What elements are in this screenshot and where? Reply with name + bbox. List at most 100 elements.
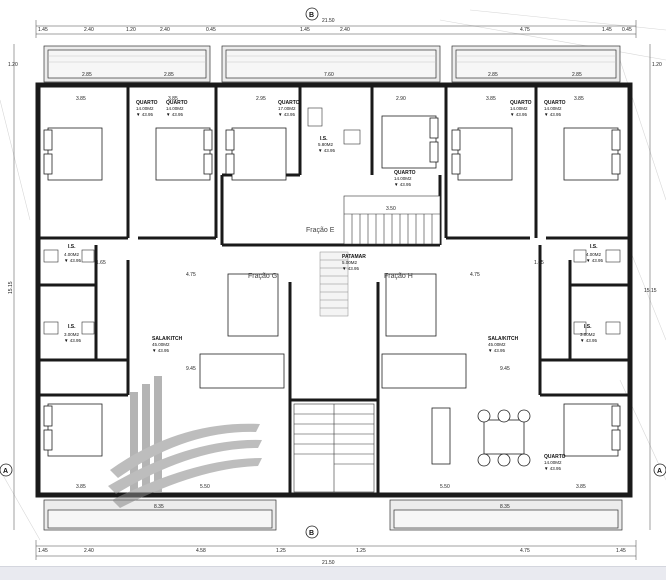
room-label-name: SALA/KITCH <box>152 336 183 342</box>
inner-dim: 1.65 <box>96 260 106 266</box>
room-label-hd: ▼ 43.95 <box>318 148 335 153</box>
room-label-hd: ▼ 43.95 <box>510 112 527 117</box>
top-dim-9: 1.45 <box>602 27 612 33</box>
room-label-name: QUARTO <box>544 100 566 106</box>
room-label-name: QUARTO <box>166 100 188 106</box>
axis-label-left: A <box>3 468 8 475</box>
viewer-footer-strip <box>0 566 666 580</box>
room-label-area: 14.00M2 <box>544 106 562 111</box>
room-label-hd: ▼ 43.95 <box>544 466 561 471</box>
room-label-hd: ▼ 43.95 <box>152 348 169 353</box>
balcony-dim-tr-b: 2.85 <box>572 72 582 78</box>
top-dim-7: 2.40 <box>340 27 350 33</box>
room-label-hd: ▼ 43.95 <box>136 112 153 117</box>
room-label-area: 14.00M2 <box>544 460 562 465</box>
room-label-name: SALA/KITCH <box>488 336 519 342</box>
exterior-walls <box>35 82 633 498</box>
inner-dim: 5.50 <box>440 484 450 490</box>
axis-marker-right <box>653 463 666 477</box>
top-dim-4: 2.40 <box>160 27 170 33</box>
watermark-logo <box>108 376 262 508</box>
bottom-dim-7: 1.45 <box>616 548 626 554</box>
inner-dim: 3.85 <box>486 96 496 102</box>
top-dim-5: 0.45 <box>206 27 216 33</box>
bottom-dim-3: 4.58 <box>196 548 206 554</box>
bottom-dim-2: 2.40 <box>84 548 94 554</box>
room-label-hd: ▼ 43.95 <box>580 338 597 343</box>
room-label-area: 14.00M2 <box>166 106 184 111</box>
bottom-total-dim: 21.50 <box>322 560 335 566</box>
room-label-hd: ▼ 43.95 <box>394 182 411 187</box>
fraction-g-label: Fração G <box>248 273 277 280</box>
room-label-area: 5.00M2 <box>342 260 358 265</box>
living-furniture <box>199 273 531 467</box>
room-label-name: PATAMAR <box>342 254 366 260</box>
bottom-dim-6: 4.75 <box>520 548 530 554</box>
right-total-dim: 15.15 <box>644 288 657 294</box>
stairs-top <box>343 195 441 245</box>
room-label-area: 14.00M2 <box>136 106 154 111</box>
top-dim-6: 1.45 <box>300 27 310 33</box>
room-label-area: 3.00M2 <box>64 332 80 337</box>
room-label-hd: ▼ 43.95 <box>278 112 295 117</box>
bathroom-fixtures <box>43 107 621 335</box>
balcony-dim-bottom-left: 8.35 <box>154 504 164 510</box>
axis-label-bottom: B <box>309 530 314 537</box>
room-label-area: 4.00M2 <box>64 252 80 257</box>
inner-dim: 3.85 <box>576 484 586 490</box>
balcony-dim-tr-a: 2.85 <box>488 72 498 78</box>
room-label-hd: ▼ 43.95 <box>64 258 81 263</box>
room-label-name: I.S. <box>584 324 592 330</box>
room-label-hd: ▼ 43.95 <box>544 112 561 117</box>
balcony-dim-top-center: 7.60 <box>324 72 334 78</box>
room-labels: QUARTO 14.00M2 ▼ 43.95 QUARTO 14.00M2 ▼ … <box>64 100 603 471</box>
bottom-dim-1: 1.45 <box>38 548 48 554</box>
room-label-area: 17.00M2 <box>278 106 296 111</box>
top-total-dim: 21.50 <box>322 18 335 24</box>
room-label-name: QUARTO <box>544 454 566 460</box>
inner-dim: 4.75 <box>186 272 196 278</box>
balcony-dim-tl-a: 2.85 <box>82 72 92 78</box>
room-label-name: I.S. <box>320 136 328 142</box>
room-label-name: I.S. <box>68 324 76 330</box>
inner-dimensions: 3.85 3.85 2.95 2.90 3.85 3.85 1.65 4.75 … <box>76 96 586 490</box>
room-label-name: QUARTO <box>394 170 416 176</box>
axis-marker-left <box>0 463 13 477</box>
inner-dim: 5.50 <box>200 484 210 490</box>
stairs-bottom <box>293 403 375 493</box>
inner-dim: 3.85 <box>76 484 86 490</box>
inner-dim: 4.75 <box>470 272 480 278</box>
top-dim-10: 0.45 <box>622 27 632 33</box>
left-total-dim: 15.15 <box>8 281 14 294</box>
top-dimension-chain <box>35 20 637 38</box>
bottom-balconies <box>43 499 623 531</box>
top-balconies <box>43 45 621 83</box>
room-label-area: 4.00M2 <box>586 252 602 257</box>
balcony-hatch <box>48 55 616 63</box>
inner-dim: 2.90 <box>396 96 406 102</box>
room-label-hd: ▼ 43.95 <box>64 338 81 343</box>
room-label-area: 14.00M2 <box>394 176 412 181</box>
inner-dim: 9.45 <box>186 366 196 372</box>
room-label-area: 14.00M2 <box>510 106 528 111</box>
top-dim-8: 4.75 <box>520 27 530 33</box>
room-label-hd: ▼ 43.95 <box>586 258 603 263</box>
balcony-dim-bottom-right: 8.35 <box>500 504 510 510</box>
brick-shaft <box>319 251 349 317</box>
side-dimension-lines <box>13 44 651 530</box>
interior-walls <box>38 85 630 495</box>
left-top-dim: 1.20 <box>8 62 18 68</box>
room-label-name: I.S. <box>68 244 76 250</box>
room-label-area: 3.00M2 <box>580 332 596 337</box>
right-top-dim: 1.20 <box>652 62 662 68</box>
inner-dim: 2.95 <box>256 96 266 102</box>
room-label-name: QUARTO <box>510 100 532 106</box>
fraction-h-label: Fração H <box>384 273 413 280</box>
inner-dim: 9.45 <box>500 366 510 372</box>
inner-dim: 3.50 <box>386 206 396 212</box>
axis-label-top: B <box>309 12 314 19</box>
axis-label-right: A <box>657 468 662 475</box>
room-label-name: I.S. <box>590 244 598 250</box>
floor-plan-drawing: 21.50 1.45 2.40 1.20 2.40 0.45 1.45 2.40… <box>0 7 666 566</box>
